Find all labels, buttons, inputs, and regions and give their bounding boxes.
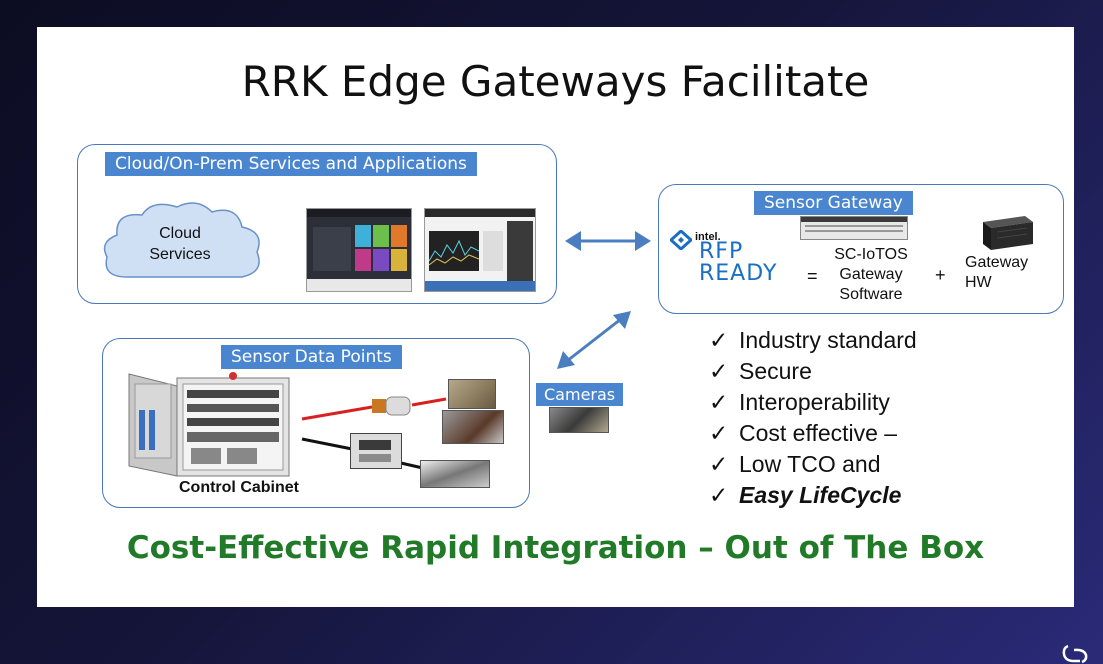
cloud-panel-label: Cloud/On-Prem Services and Applications [105,152,477,176]
ready-text: READY [699,261,778,286]
cloud-icon [103,202,260,278]
intel-diamond-icon [670,230,692,250]
checklist-item: ✓Interoperability [709,387,917,418]
gateway-software-text: SC-IoTOS Gateway Software [830,245,912,305]
sensor-cable-red [301,397,447,421]
software-line1: SC-IoTOS [834,246,908,263]
cloud-gateway-arrow [565,231,651,251]
gateway-panel-label: Sensor Gateway [754,191,913,215]
software-line2: Gateway [839,266,903,283]
gateway-software-screenshot [800,216,908,240]
benefits-checklist: ✓Industry standard ✓Secure ✓Interoperabi… [709,325,917,511]
hw-line1: Gateway [965,254,1029,271]
sensor-gateway-arrow [557,311,631,369]
checklist-item: ✓Easy LifeCycle [709,480,917,511]
cloud-text-line2: Services [149,246,211,263]
sensor-device-photo-1 [448,379,496,409]
sensor-device-photo-3 [420,460,490,488]
plus-sign: + [935,265,946,285]
control-cabinet-label: Control Cabinet [179,479,299,496]
cloud-services-text: Cloud Services [105,223,255,265]
app-screenshot-dashboard [306,208,412,292]
equals-sign: = [807,266,818,286]
footer-tagline: Cost-Effective Rapid Integration – Out o… [126,530,985,566]
check-icon: ✓ [709,358,729,384]
gateway-hw-text: Gateway HW [965,253,1028,293]
rfp-text: RFP [699,239,744,264]
check-icon: ✓ [709,482,729,508]
sensor-probe-icon [372,396,411,416]
slide-title: RRK Edge Gateways Facilitate [241,57,870,106]
app-screenshot-analytics [424,208,536,292]
sensor-device-photo-2 [442,410,504,444]
control-cabinet-icon [128,372,290,477]
power-meter-photo [350,433,402,469]
hw-line2: HW [965,274,992,291]
sensor-panel-label: Sensor Data Points [221,345,402,369]
software-line3: Software [839,286,903,303]
intel-text: intel. [695,231,721,243]
checklist-item: ✓Cost effective – [709,418,917,449]
checklist-item: ✓Secure [709,356,917,387]
check-icon: ✓ [709,451,729,477]
camera-photo [549,407,609,433]
check-icon: ✓ [709,389,729,415]
checklist-item: ✓Low TCO and [709,449,917,480]
gateway-hardware-icon [983,216,1033,250]
cameras-label: Cameras [536,383,624,406]
check-icon: ✓ [709,327,729,353]
brand-logo-icon [1062,644,1088,664]
slide: RRK Edge Gateways Facilitate Cloud/On-Pr… [37,27,1074,607]
checklist-item: ✓Industry standard [709,325,917,356]
cloud-text-line1: Cloud [159,225,201,242]
check-icon: ✓ [709,420,729,446]
